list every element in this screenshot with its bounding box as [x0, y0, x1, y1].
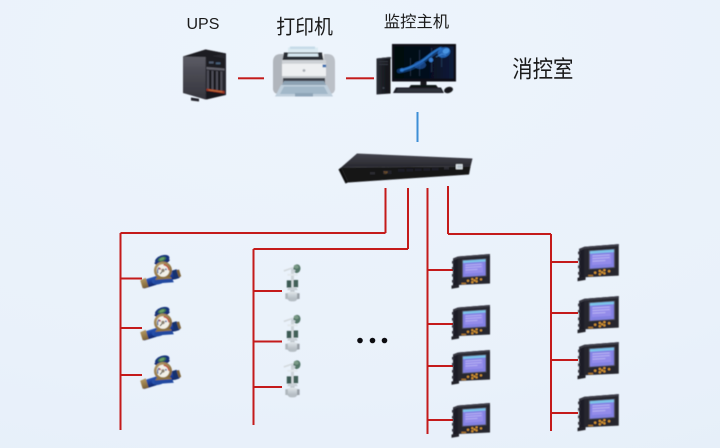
svg-text:TP: TP — [384, 171, 388, 175]
